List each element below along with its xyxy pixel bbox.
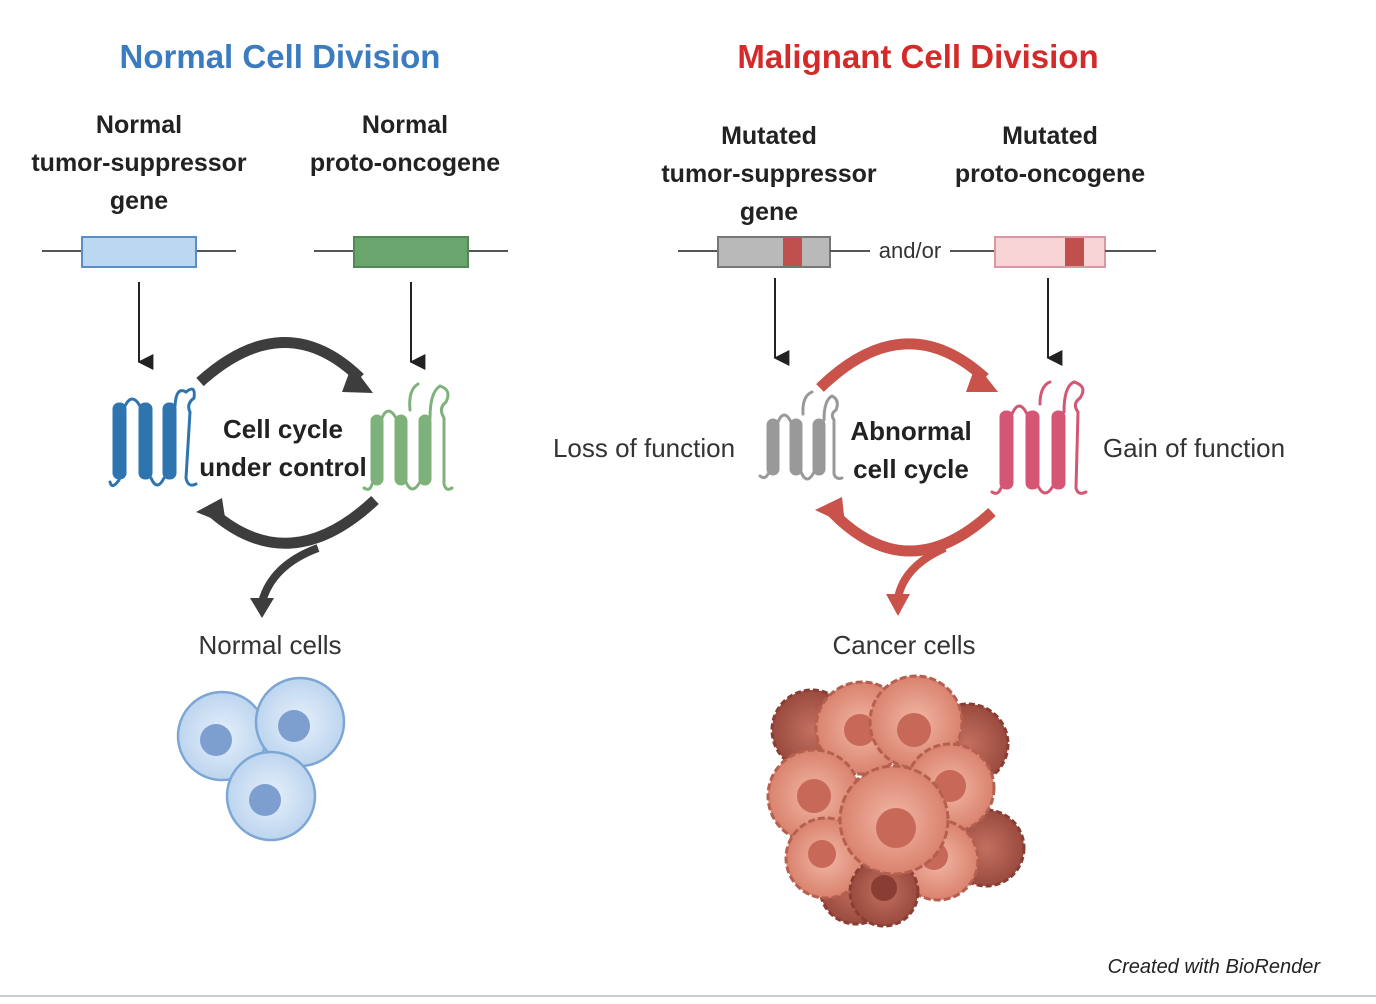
mutated-onco-protein-icon [990,380,1088,495]
mutated-tsg-gene [678,236,870,268]
normal-cells-label: Normal cells [198,630,342,660]
normal-onco-protein-icon [362,382,454,491]
mutated-tsg-protein-icon [758,390,844,481]
biorender-credit: Created with BioRender [1107,956,1320,978]
mutated-tsg-label-line3: gene [739,198,799,226]
normal-onco-label-line1: Normal [361,111,449,139]
normal-onco-gene [314,236,508,268]
mutated-onco-gene [950,236,1156,268]
abnormal-cycle-arrows [815,338,998,616]
mutated-onco-label-line1: Mutated [1002,122,1098,150]
normal-tsg-label-line2: tumor-suppressor [31,149,247,177]
malignant-title: Malignant Cell Division [737,38,1099,75]
loss-of-function-label: Loss of function [552,433,736,463]
normal-onco-label-line2: proto-oncogene [309,149,501,177]
abnormal-cycle-label: Abnormal cell cycle [838,412,984,488]
and-or-connector: and/or [879,238,941,263]
mutated-tsg-label: Mutated tumor-suppressor gene [638,117,900,231]
normal-cycle-label-line1: Cell cycle [223,414,343,444]
mutated-onco-label: Mutated proto-oncogene [930,117,1170,193]
mutated-tsg-label-line2: tumor-suppressor [661,160,877,188]
mutated-onco-label-line2: proto-oncogene [954,160,1146,188]
cancer-cells-illustration [766,674,1026,928]
normal-cycle-label: Cell cycle under control [190,410,376,486]
mutated-tsg-label-line1: Mutated [721,122,817,150]
cancer-cells-label: Cancer cells [832,630,976,660]
normal-cycle-arrows [196,337,379,618]
normal-tsg-label-line3: gene [109,187,169,215]
normal-tsg-protein-icon [108,387,198,487]
abnormal-cycle-label-line1: Abnormal [850,416,972,446]
normal-tsg-label-line1: Normal [95,111,183,139]
abnormal-cycle-label-line2: cell cycle [853,454,969,484]
normal-cells-illustration [176,676,346,842]
gain-of-function-label: Gain of function [1102,433,1286,463]
normal-tsg-gene [42,236,236,268]
normal-title: Normal Cell Division [119,38,441,75]
normal-onco-label: Normal proto-oncogene [290,106,520,182]
normal-tsg-label: Normal tumor-suppressor gene [8,106,270,220]
normal-cycle-label-line2: under control [199,452,367,482]
